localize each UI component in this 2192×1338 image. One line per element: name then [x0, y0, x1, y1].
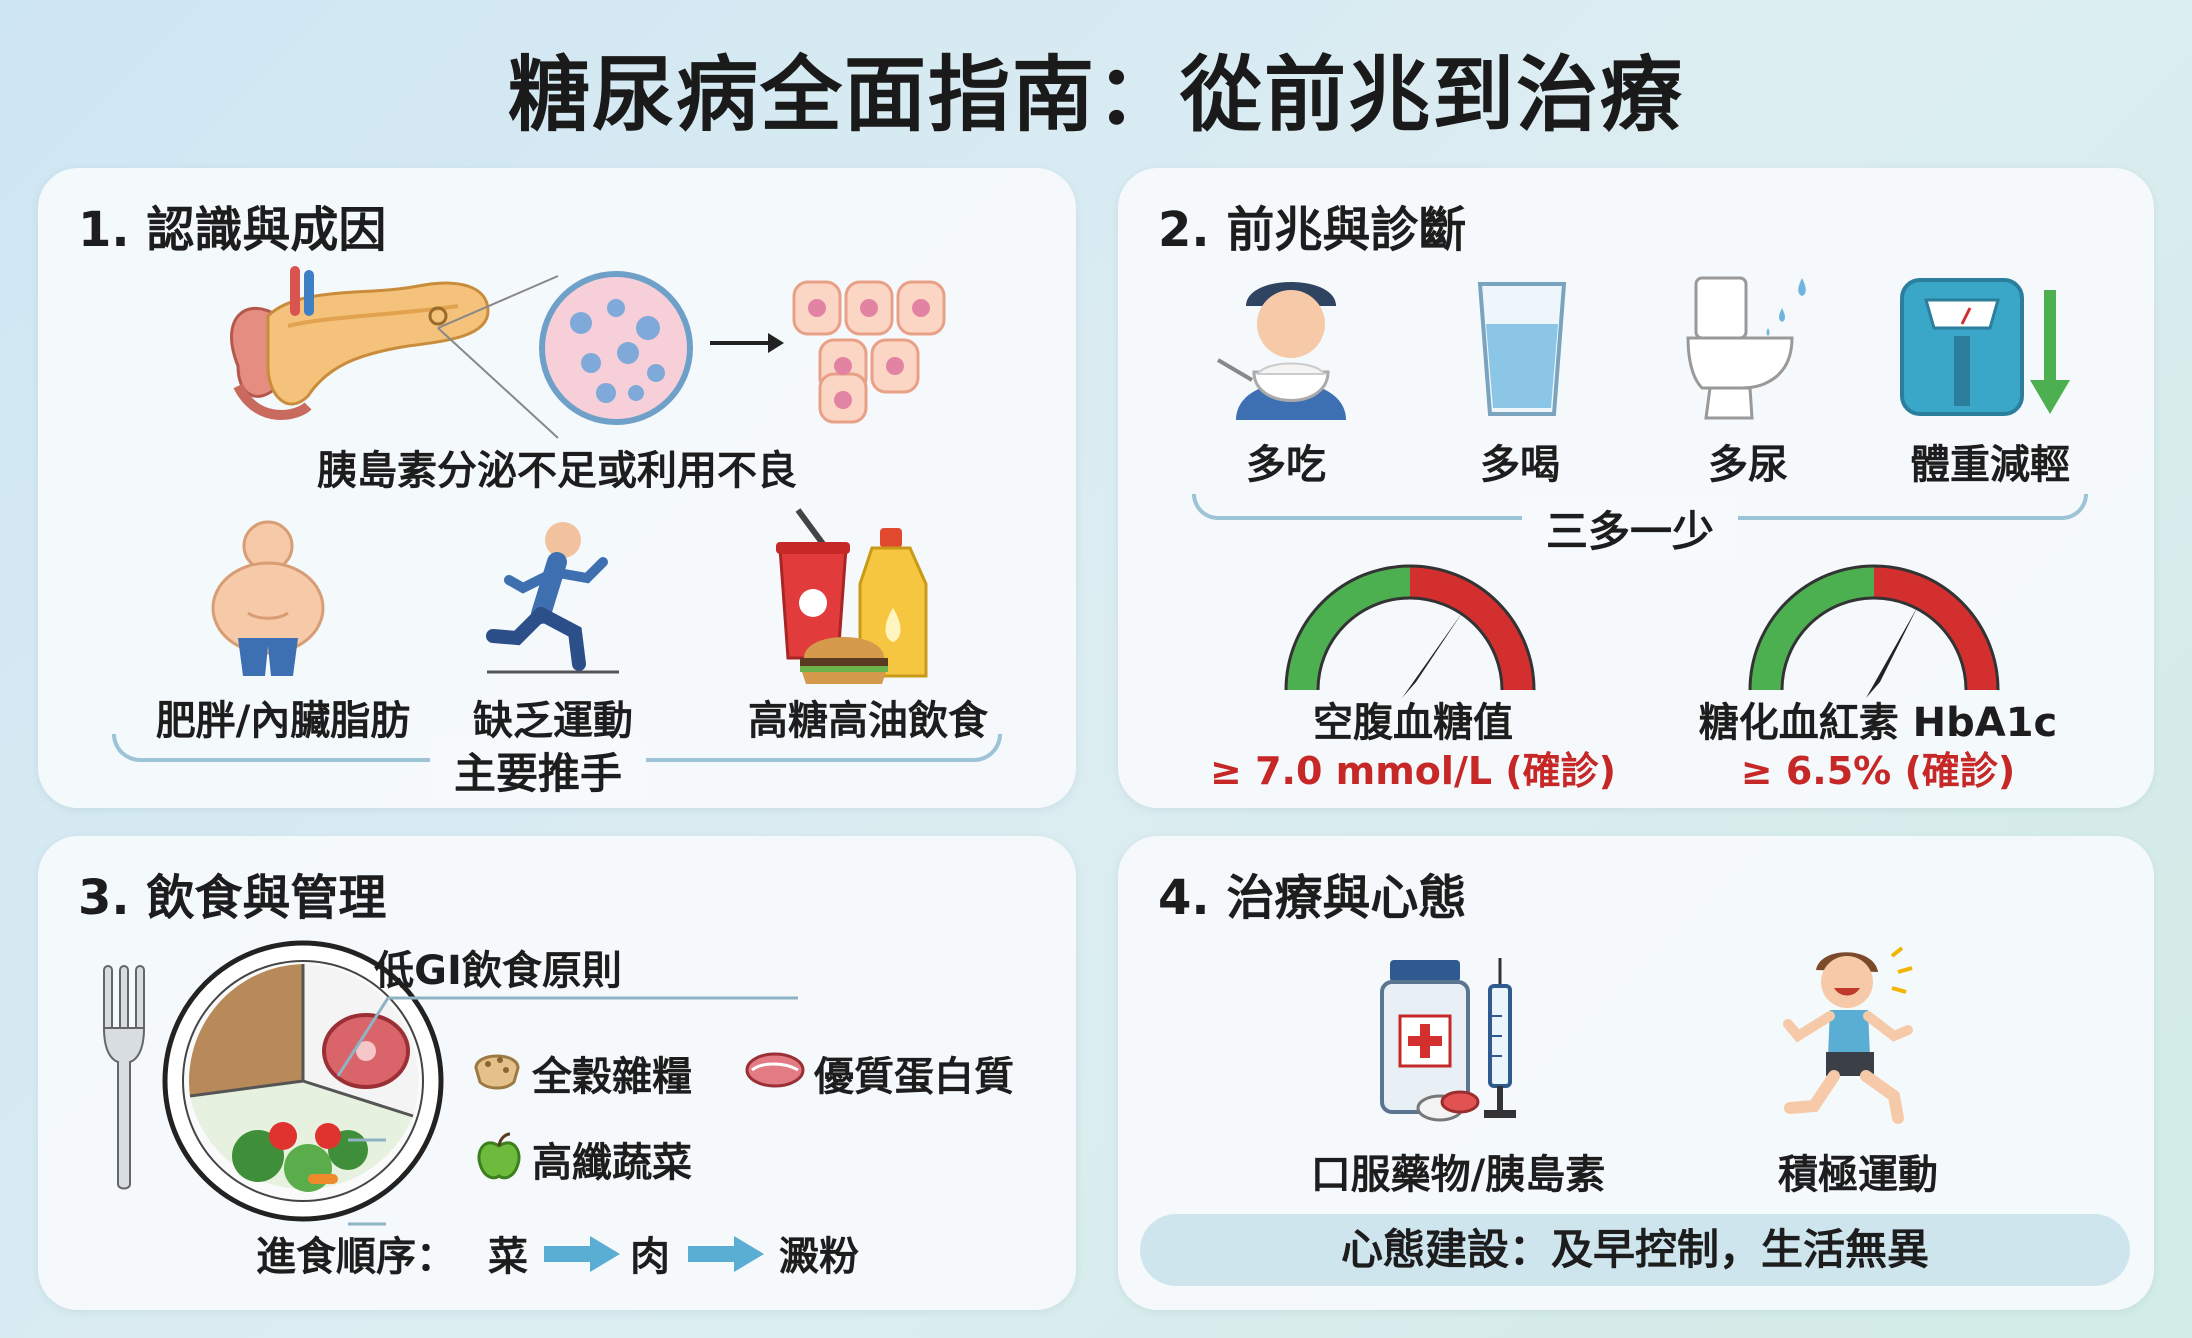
- bracket-label: 主要推手: [430, 740, 647, 801]
- islet-cells-icon: [539, 271, 693, 425]
- factor-label-obesity: 肥胖/內臟脂肪: [155, 698, 411, 744]
- pancreas-icon: [230, 266, 490, 420]
- section-causes: 1. 認識與成因 胰島素分泌不足或利用不: [38, 168, 1076, 808]
- grain-icon: [474, 1054, 520, 1090]
- gauge-value-hba1c: ≥ 6.5% (確診): [1740, 749, 2016, 793]
- apple-icon: [477, 1132, 521, 1180]
- eating-person-icon: [1216, 282, 1346, 420]
- treatment-label-exercise: 積極運動: [1778, 1152, 1938, 1198]
- fork-icon: [102, 965, 146, 1190]
- section-diet-management: 3. 飲食與管理 低GI飲食原則 全穀雜糧 優質蛋白質: [38, 836, 1076, 1310]
- arrow-right-icon: [544, 1236, 620, 1272]
- causes-caption: 胰島素分泌不足或利用不良: [317, 448, 797, 494]
- section-treatment-mindset: 4. 治療與心態 口服藥物/胰島素 積極運動 心態建設：及早控制，生活無異: [1118, 836, 2154, 1310]
- page-title: 糖尿病全面指南：從前兆到治療: [507, 48, 1684, 143]
- toilet-icon: [1686, 276, 1806, 420]
- eating-order-starch: 澱粉: [779, 1234, 859, 1280]
- section-title: 1. 認識與成因: [78, 202, 387, 258]
- symptom-label-urinate: 多尿: [1708, 442, 1788, 488]
- diet-item-grains: 全穀雜糧: [532, 1054, 692, 1100]
- section-symptoms-diagnosis: 2. 前兆與診斷 多吃 多喝 多尿 體重減輕 三多一少: [1118, 168, 2154, 808]
- zoom-lines: [437, 275, 559, 439]
- meat-icon: [745, 1052, 805, 1088]
- weight-scale-icon: [1900, 278, 2070, 416]
- eating-order-meat: 肉: [630, 1234, 670, 1280]
- eating-order-label: 進食順序：: [256, 1234, 456, 1280]
- running-person-icon: [486, 522, 619, 674]
- section-title: 2. 前兆與診斷: [1158, 202, 1467, 258]
- factor-label-diet: 高糖高油飲食: [748, 698, 988, 744]
- gauge-label-hba1c: 糖化血紅素 HbA1c: [1698, 700, 2058, 746]
- medicine-syringe-icon: [1380, 958, 1516, 1122]
- section-title: 4. 治療與心態: [1158, 870, 1467, 926]
- mindset-banner: 心態建設：及早控制，生活無異: [1140, 1214, 2130, 1286]
- section-title: 3. 飲食與管理: [78, 870, 387, 926]
- healthy-plate-icon: [162, 940, 444, 1222]
- arrow-right-icon: [688, 1236, 764, 1272]
- diet-item-protein: 優質蛋白質: [814, 1054, 1014, 1100]
- obese-person-icon: [211, 520, 325, 676]
- gauge-value-fasting: ≥ 7.0 mmol/L (確診): [1210, 749, 1616, 793]
- factor-label-exercise: 缺乏運動: [473, 698, 633, 744]
- body-cells-icon: [792, 280, 946, 424]
- diet-item-vegetables: 高纖蔬菜: [532, 1140, 692, 1186]
- treatment-label-medication: 口服藥物/胰島素: [1310, 1152, 1606, 1198]
- gauge-label-fasting: 空腹血糖值: [1313, 700, 1513, 746]
- happy-runner-icon: [1783, 946, 1913, 1124]
- pointer-lines: [336, 996, 798, 1226]
- bracket-label: 三多一少: [1522, 498, 1739, 559]
- water-glass-icon: [1477, 282, 1567, 416]
- fasting-glucose-gauge-icon: [1284, 564, 1536, 698]
- symptom-label-weight: 體重減輕: [1910, 442, 2070, 488]
- arrow-right-icon: [710, 333, 784, 353]
- symptom-label-drink: 多喝: [1480, 442, 1560, 488]
- junk-food-icon: [776, 508, 928, 684]
- eating-order-veg: 菜: [488, 1234, 528, 1280]
- hba1c-gauge-icon: [1748, 564, 2000, 698]
- diet-principle: 低GI飲食原則: [374, 948, 622, 994]
- symptom-label-eat: 多吃: [1246, 442, 1326, 488]
